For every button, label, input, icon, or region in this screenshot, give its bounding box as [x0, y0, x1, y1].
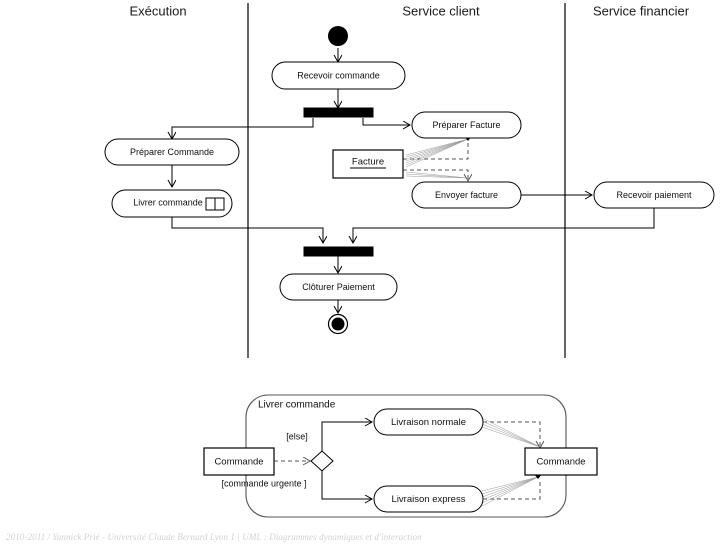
- activity-recevoir-paiement[interactable]: Recevoir paiement: [593, 181, 715, 209]
- decision-node[interactable]: [310, 450, 334, 472]
- activity-cloturer-paiement-label: Clôturer Paiement: [302, 282, 375, 292]
- activity-livrer-commande-label: Livrer commande: [133, 197, 203, 207]
- activity-envoyer-facture-label: Envoyer facture: [435, 190, 498, 200]
- flow-recevoir-paiement-to-join: [353, 208, 655, 243]
- activity-preparer-commande[interactable]: Préparer Commande: [104, 138, 240, 166]
- subflow-decision-to-livraison-normale: [321, 422, 372, 452]
- subflow-fan-express: [481, 476, 539, 507]
- guard-else-label: [else]: [286, 431, 308, 441]
- flow-fork-to-preparer-commande: [172, 118, 314, 139]
- subdiagram-frame-title: Livrer commande: [258, 400, 336, 411]
- swimlane-title-execution: Exécution: [129, 3, 186, 18]
- activity-livrer-commande[interactable]: Livrer commande: [111, 189, 233, 218]
- activity-envoyer-facture[interactable]: Envoyer facture: [411, 181, 522, 209]
- activity-livraison-normale[interactable]: Livraison normale: [373, 408, 484, 436]
- activity-preparer-facture-label: Préparer Facture: [432, 120, 500, 130]
- footer-credit: 2010-2011 / Yannick Prié - Université Cl…: [6, 532, 422, 542]
- guard-commande-urgente-label: [commande urgente ]: [221, 478, 306, 488]
- objflow-fan-lower: [405, 171, 469, 179]
- object-node-commande-out-label: Commande: [536, 457, 585, 468]
- initial-node[interactable]: [328, 26, 348, 46]
- objflow-preparer-facture-to-facture: [403, 140, 469, 160]
- subflow-decision-to-livraison-express: [321, 470, 372, 499]
- activity-livraison-express[interactable]: Livraison express: [373, 485, 484, 513]
- object-node-commande-in-label: Commande: [214, 457, 263, 468]
- object-node-facture[interactable]: Facture: [332, 149, 404, 179]
- subflow-livraison-express-to-commande: [483, 481, 541, 500]
- objflow-facture-to-envoyer-facture: [403, 169, 468, 181]
- final-node[interactable]: [327, 313, 349, 335]
- activity-cloturer-paiement[interactable]: Clôturer Paiement: [279, 273, 398, 301]
- activity-recevoir-commande-label: Recevoir commande: [297, 70, 380, 80]
- activity-preparer-commande-label: Préparer Commande: [130, 147, 214, 157]
- subflow-fan-normale: [481, 417, 541, 448]
- activity-livraison-express-label: Livraison express: [392, 494, 466, 505]
- activity-recevoir-paiement-label: Recevoir paiement: [616, 190, 692, 200]
- activity-recevoir-commande[interactable]: Recevoir commande: [271, 61, 406, 90]
- objflow-fan-upper: [405, 138, 469, 168]
- subflow-livraison-normale-to-commande: [483, 421, 540, 448]
- swimlane-title-service-client: Service client: [402, 3, 480, 18]
- object-node-commande-in[interactable]: Commande: [203, 447, 275, 476]
- activity-livraison-normale-label: Livraison normale: [391, 417, 466, 428]
- flow-livrer-to-join: [171, 217, 323, 243]
- object-node-facture-label: Facture: [352, 157, 384, 168]
- swimlane-title-service-financier: Service financier: [593, 3, 690, 18]
- flow-fork-to-preparer-facture: [362, 118, 410, 125]
- fork-bar[interactable]: [303, 107, 374, 118]
- object-node-commande-out[interactable]: Commande: [524, 447, 598, 476]
- join-bar[interactable]: [303, 246, 374, 257]
- activity-preparer-facture[interactable]: Préparer Facture: [411, 111, 522, 139]
- subdiagram-rake-icon: [205, 197, 225, 211]
